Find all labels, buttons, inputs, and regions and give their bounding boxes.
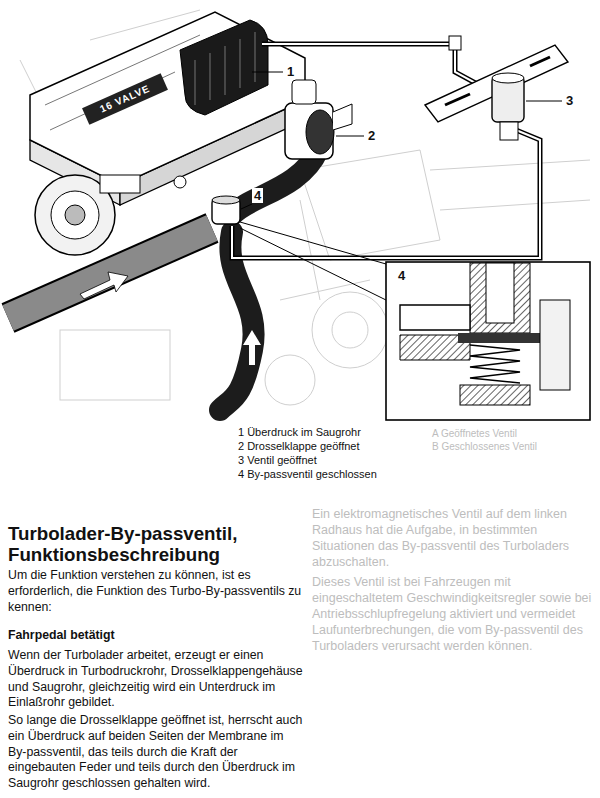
show-through-text: B Geschlossenes Ventil: [432, 441, 537, 453]
key-entry: 2 Drosselklappe geöffnet: [238, 440, 360, 453]
body-text: So lange die Drosselklappe geöffnet ist,…: [8, 713, 304, 792]
show-through-text: Dieses Ventil ist bei Fahrzeugen mit ein…: [312, 574, 594, 654]
body-text: Wenn der Turbolader arbeitet, erzeugt er…: [8, 648, 304, 711]
key-entry: 4 By-passventil geschlossen: [238, 468, 377, 481]
callout-number: 1: [285, 64, 296, 79]
callout-number: 2: [366, 128, 377, 143]
body-text: Um die Funktion verstehen zu können, ist…: [8, 568, 304, 615]
key-entry: 3 Ventil geöffnet: [238, 454, 317, 467]
callout-number: 3: [564, 93, 575, 108]
callout-number: 4: [252, 188, 263, 203]
key-entry: 1 Überdruck im Saugrohr: [238, 426, 361, 439]
show-through-text: Ein elektromagnetisches Ventil auf dem l…: [312, 506, 594, 570]
show-through-text: A Geöffnetes Ventil: [432, 428, 517, 440]
subheading: Fahrpedal betätigt: [8, 628, 304, 644]
text-column: Turbolader-By-passventil, Funktionsbesch…: [8, 524, 304, 792]
callout-number: 4: [396, 268, 407, 283]
show-through-column: Ein elektromagnetisches Ventil auf dem l…: [312, 506, 594, 654]
section-title: Turbolader-By-passventil, Funktionsbesch…: [8, 524, 304, 565]
